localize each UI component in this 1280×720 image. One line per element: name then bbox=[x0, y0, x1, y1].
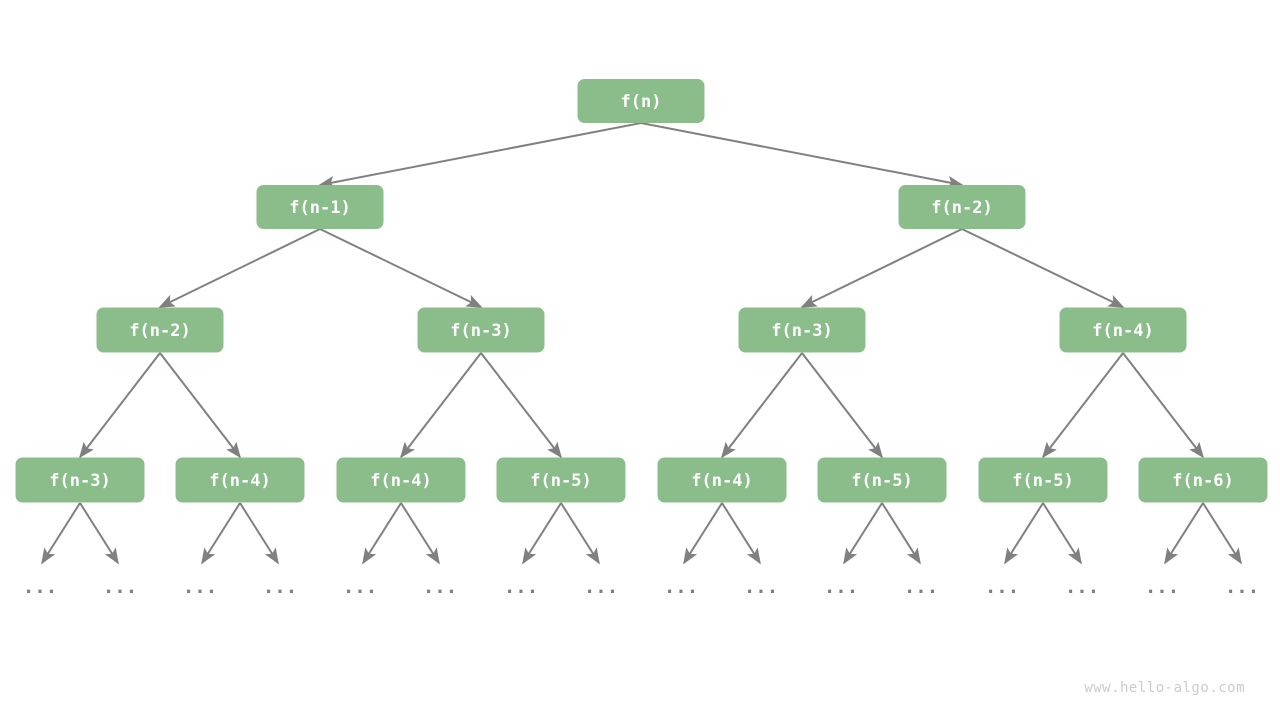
tree-node-label: f(n-6) bbox=[1172, 471, 1233, 491]
tree-edge bbox=[400, 502, 440, 565]
tree-edge bbox=[400, 352, 482, 459]
watermark: www.hello-algo.com bbox=[1084, 680, 1245, 696]
tree-edge bbox=[480, 352, 562, 459]
tree-node[interactable]: f(n-3) bbox=[15, 457, 145, 503]
tree-node-label: f(n-3) bbox=[450, 321, 511, 341]
tree-edge bbox=[683, 502, 723, 565]
tree-node-box bbox=[898, 185, 1026, 229]
ellipsis-label: ... bbox=[1145, 576, 1179, 598]
tree-node[interactable]: f(n-2) bbox=[898, 185, 1026, 229]
ellipsis-label: ... bbox=[744, 576, 778, 598]
tree-node[interactable]: f(n-5) bbox=[496, 457, 626, 503]
ellipsis-label: ... bbox=[183, 576, 217, 598]
tree-edge bbox=[843, 502, 883, 565]
tree-node-label: f(n-1) bbox=[289, 198, 350, 218]
tree-node-box bbox=[256, 185, 384, 229]
ellipsis-label: ... bbox=[1225, 576, 1259, 598]
tree-node-label: f(n-2) bbox=[931, 198, 992, 218]
tree-node[interactable]: f(n-2) bbox=[96, 307, 224, 353]
ellipsis-label: ... bbox=[904, 576, 938, 598]
tree-node-label: f(n-4) bbox=[1092, 321, 1153, 341]
tree-edge bbox=[522, 502, 562, 565]
tree-node-label: f(n) bbox=[621, 92, 662, 112]
tree-node-label: f(n-4) bbox=[691, 471, 752, 491]
ellipsis-label: ... bbox=[824, 576, 858, 598]
tree-edge bbox=[239, 502, 279, 565]
nodes-group: f(n) f(n-1) f(n-2) f(n-2) f(n-3) f(n-3) f(n-4)… bbox=[15, 79, 1268, 503]
tree-node-box bbox=[96, 307, 224, 353]
tree-node-box bbox=[577, 79, 705, 123]
tree-node[interactable]: f(n-5) bbox=[978, 457, 1108, 503]
tree-edge bbox=[560, 502, 600, 565]
tree-node-label: f(n-2) bbox=[129, 321, 190, 341]
tree-edge bbox=[1004, 502, 1044, 565]
tree-node-label: f(n-5) bbox=[530, 471, 591, 491]
tree-node-box bbox=[817, 457, 947, 503]
tree-edge bbox=[881, 502, 921, 565]
tree-node-box bbox=[657, 457, 787, 503]
tree-edge bbox=[721, 352, 803, 459]
tree-node-label: f(n-5) bbox=[851, 471, 912, 491]
tree-node-box bbox=[738, 307, 866, 353]
ellipses-group: ........................................… bbox=[23, 576, 1259, 598]
edges-group bbox=[41, 122, 1242, 565]
tree-edge bbox=[1042, 352, 1124, 459]
tree-node[interactable]: f(n-6) bbox=[1138, 457, 1268, 503]
tree-edge bbox=[41, 502, 81, 565]
ellipsis-label: ... bbox=[343, 576, 377, 598]
tree-edge bbox=[800, 228, 963, 308]
tree-node[interactable]: f(n-3) bbox=[417, 307, 545, 353]
tree-edge bbox=[201, 502, 241, 565]
tree-edge bbox=[1122, 352, 1204, 459]
tree-node-box bbox=[417, 307, 545, 353]
ellipsis-label: ... bbox=[664, 576, 698, 598]
tree-node[interactable]: f(n) bbox=[577, 79, 705, 123]
tree-node[interactable]: f(n-4) bbox=[657, 457, 787, 503]
ellipsis-label: ... bbox=[584, 576, 618, 598]
ellipsis-label: ... bbox=[103, 576, 137, 598]
tree-edge bbox=[362, 502, 402, 565]
tree-node[interactable]: f(n-3) bbox=[738, 307, 866, 353]
tree-node[interactable]: f(n-1) bbox=[256, 185, 384, 229]
tree-node-box bbox=[15, 457, 145, 503]
tree-edge bbox=[801, 352, 883, 459]
tree-node-box bbox=[978, 457, 1108, 503]
tree-node-box bbox=[496, 457, 626, 503]
ellipsis-label: ... bbox=[423, 576, 457, 598]
ellipsis-label: ... bbox=[1065, 576, 1099, 598]
ellipsis-label: ... bbox=[985, 576, 1019, 598]
tree-node-box bbox=[1059, 307, 1187, 353]
ellipsis-label: ... bbox=[23, 576, 57, 598]
tree-node-box bbox=[175, 457, 305, 503]
tree-node-label: f(n-4) bbox=[370, 471, 431, 491]
tree-edge bbox=[1202, 502, 1242, 565]
tree-node-label: f(n-3) bbox=[771, 321, 832, 341]
tree-edge bbox=[961, 228, 1125, 308]
tree-node-label: f(n-3) bbox=[49, 471, 110, 491]
tree-edge bbox=[721, 502, 761, 565]
ellipsis-label: ... bbox=[263, 576, 297, 598]
tree-edge bbox=[158, 228, 321, 308]
tree-edge bbox=[318, 122, 642, 189]
tree-edge bbox=[640, 122, 964, 189]
tree-node-box bbox=[336, 457, 466, 503]
tree-node[interactable]: f(n-4) bbox=[336, 457, 466, 503]
tree-node[interactable]: f(n-4) bbox=[175, 457, 305, 503]
tree-edge bbox=[159, 352, 241, 459]
ellipsis-label: ... bbox=[504, 576, 538, 598]
tree-edge bbox=[1164, 502, 1204, 565]
tree-node[interactable]: f(n-5) bbox=[817, 457, 947, 503]
tree-edge bbox=[1042, 502, 1082, 565]
tree-node-label: f(n-5) bbox=[1012, 471, 1073, 491]
tree-node-label: f(n-4) bbox=[209, 471, 270, 491]
tree-node[interactable]: f(n-4) bbox=[1059, 307, 1187, 353]
tree-edge bbox=[79, 352, 161, 459]
tree-node-box bbox=[1138, 457, 1268, 503]
tree-edge bbox=[319, 228, 483, 308]
tree-edge bbox=[79, 502, 119, 565]
